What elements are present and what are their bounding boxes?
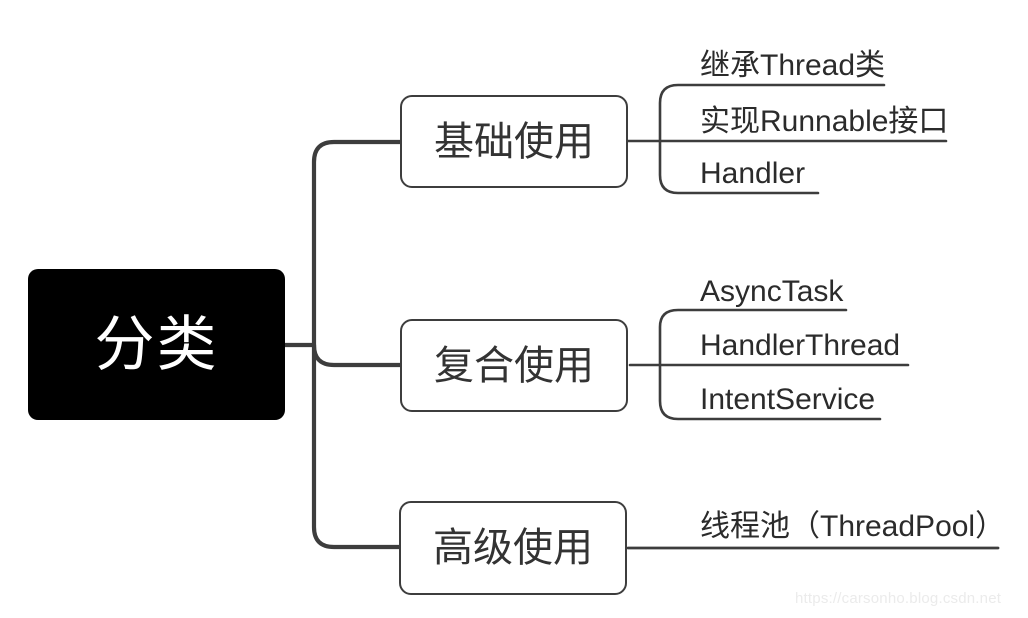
leaf-implement-runnable: 实现Runnable接口 xyxy=(700,105,949,138)
watermark: https://carsonho.blog.csdn.net xyxy=(795,590,1002,607)
leaf-inherit-thread-class: 继承Thread类 xyxy=(700,49,886,82)
root-node: 分类 xyxy=(28,269,285,420)
leaf-handler: Handler xyxy=(700,157,806,190)
root-connector-middle xyxy=(311,342,403,368)
leaf-bracket-basic xyxy=(658,83,886,195)
leaf-handlerthread: HandlerThread xyxy=(700,329,901,362)
node-composite-usage-label: 复合使用 xyxy=(434,343,594,388)
root-node-label: 分类 xyxy=(94,310,219,378)
leaf-bracket-composite xyxy=(658,308,882,421)
node-advanced-usage: 高级使用 xyxy=(399,501,627,595)
leaf-asynctask: AsyncTask xyxy=(700,275,844,308)
root-connector-top xyxy=(282,139,403,348)
node-composite-usage: 复合使用 xyxy=(400,319,628,412)
node-basic-usage: 基础使用 xyxy=(400,95,628,188)
leaf-intentservice: IntentService xyxy=(700,383,876,416)
root-connector-bottom xyxy=(311,342,403,550)
node-basic-usage-label: 基础使用 xyxy=(434,119,594,164)
leaf-threadpool: 线程池（ThreadPool） xyxy=(700,510,1006,543)
node-advanced-usage-label: 高级使用 xyxy=(433,526,593,570)
